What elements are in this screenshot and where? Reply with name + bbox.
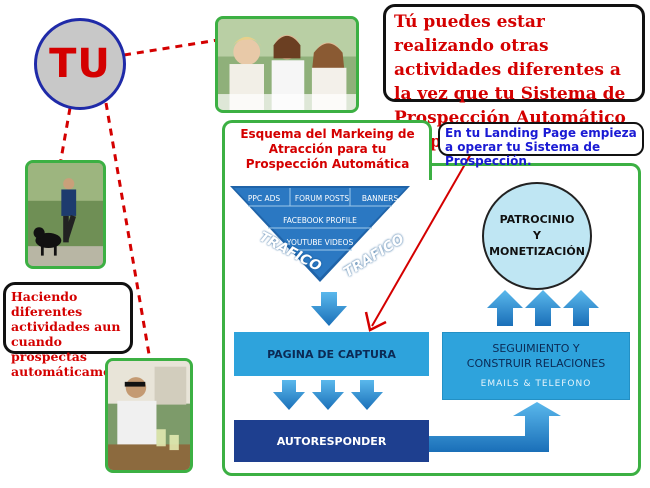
autoresponder-label: AUTORESPONDER <box>276 434 387 448</box>
scheme-title-tab <box>222 120 432 180</box>
patrocinio-circle: PATROCINIO Y MONETIZACIÓN <box>482 182 592 290</box>
seguimiento-line2: CONSTRUIR RELACIONES <box>466 357 606 370</box>
pagina-captura-label: PAGINA DE CAPTURA <box>267 347 396 361</box>
landing-page-note-text: En tu Landing Page empieza a operar tu S… <box>445 126 637 168</box>
tu-label: TU <box>49 41 111 87</box>
scheme-title: Esquema del Markeing de Atracción para t… <box>240 127 415 171</box>
funnel-source-forum: FORUM POSTS <box>294 194 350 203</box>
callout-activities-text: Haciendo diferentes actividades aun cuan… <box>11 289 139 379</box>
funnel-source-banners: BANNERS <box>361 194 399 203</box>
patrocinio-line2: Y <box>533 229 541 242</box>
photo-man-cafe <box>105 358 193 473</box>
funnel-facebook: FACEBOOK PROFILE <box>283 216 357 225</box>
patrocinio-line3: MONETIZACIÓN <box>489 245 585 258</box>
autoresponder-bar: AUTORESPONDER <box>234 420 429 462</box>
landing-page-note: En tu Landing Page empieza a operar tu S… <box>438 122 644 168</box>
patrocinio-text: PATROCINIO Y MONETIZACIÓN <box>489 212 585 260</box>
seguimiento-title: SEGUIMIENTO Y CONSTRUIR RELACIONES <box>443 341 629 371</box>
photo-running-dog <box>25 160 106 269</box>
seguimiento-line1: SEGUIMIENTO Y <box>492 342 580 355</box>
funnel-youtube: YOUTUBE VIDEOS <box>286 238 354 247</box>
seguimiento-channels: EMAILS & TELEFONO <box>480 379 592 389</box>
pagina-captura-bar: PAGINA DE CAPTURA <box>234 332 429 376</box>
photo-women-lunch <box>215 16 359 113</box>
funnel-source-ppc: PPC ADS <box>247 194 281 203</box>
seguimiento-box: SEGUIMIENTO Y CONSTRUIR RELACIONES EMAIL… <box>442 332 630 400</box>
patrocinio-line1: PATROCINIO <box>499 213 575 226</box>
traffic-funnel <box>230 186 410 282</box>
callout-activities: Haciendo diferentes actividades aun cuan… <box>3 282 138 379</box>
tu-circle: TU <box>34 18 126 110</box>
callout-leverage: Tú puedes estar realizando otras activid… <box>383 4 645 152</box>
